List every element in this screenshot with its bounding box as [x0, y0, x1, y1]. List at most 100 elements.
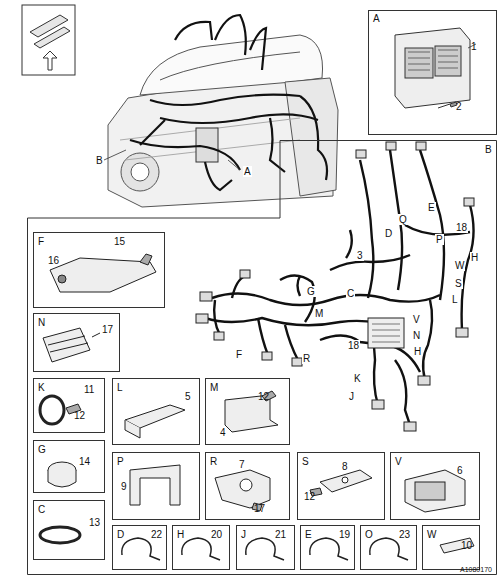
ecu-drawing	[438, 102, 457, 108]
panel-box: S128	[297, 452, 385, 520]
view-icon	[22, 5, 75, 75]
part-drawing	[440, 538, 474, 553]
harness-drawing	[205, 150, 474, 425]
cable-tie	[246, 538, 284, 560]
panel-box: K1112	[33, 378, 105, 433]
callout-letter: B	[95, 155, 104, 166]
view-letter: B	[485, 144, 492, 155]
view-letter: P	[117, 456, 124, 467]
callout-number: 13	[89, 517, 100, 528]
harness-drawing	[360, 160, 373, 298]
part-drawing	[125, 420, 140, 438]
leader-line	[104, 150, 240, 170]
callout-letter: A	[243, 166, 252, 177]
engine-harness	[140, 120, 165, 145]
callout-number: 23	[399, 529, 410, 540]
panel-box: H20	[172, 525, 230, 570]
callout-number: 9	[121, 481, 127, 492]
engine-drawing	[108, 35, 338, 207]
panel-box: D 22	[112, 525, 167, 570]
panel-outline	[28, 141, 497, 575]
callout-letter: H	[413, 346, 422, 357]
connector-shapes	[464, 198, 474, 206]
callout-number: 1	[471, 41, 477, 52]
callout-number: 7	[239, 459, 245, 470]
harness-drawing	[298, 230, 352, 296]
panel-box: L5	[112, 378, 200, 445]
view-letter: O	[365, 529, 373, 540]
view-letter: M	[210, 382, 218, 393]
connector-shapes	[372, 400, 384, 409]
connector-shapes	[372, 324, 400, 342]
cable-tie	[310, 538, 348, 560]
callout-letter: Q	[398, 214, 408, 225]
callout-letter: R	[302, 353, 311, 364]
callout-number: 6	[457, 465, 463, 476]
callout-letter: P	[435, 234, 444, 245]
part-drawing	[415, 482, 445, 500]
panel-box: C 13	[33, 500, 105, 560]
callout-letter: N	[412, 330, 421, 341]
connector-shapes	[196, 142, 474, 431]
view-icon	[34, 27, 70, 48]
part-drawing	[40, 396, 64, 424]
harness-drawing	[423, 300, 432, 380]
part-drawing	[215, 470, 270, 508]
callout-number: 8	[342, 461, 348, 472]
part-drawing	[58, 275, 66, 283]
part-drawing	[92, 333, 100, 337]
view-letter: R	[210, 456, 217, 467]
view-letter: C	[38, 504, 45, 515]
panel-box: M 12 4	[205, 378, 290, 445]
callout-letter: S	[454, 278, 463, 289]
callout-number: 2	[456, 101, 462, 112]
harness-drawing	[330, 255, 410, 270]
callout-number: 17	[102, 324, 113, 335]
view-letter: A	[373, 13, 380, 24]
callout-number: 12	[258, 391, 269, 402]
connector-shapes	[262, 352, 272, 360]
callout-number: 22	[151, 529, 162, 540]
part-drawing	[405, 470, 465, 512]
callout-letter: E	[427, 202, 436, 213]
connector-shapes	[416, 142, 426, 150]
connector-shapes	[386, 142, 396, 150]
view-letter: E	[305, 529, 312, 540]
callout-letter: J	[348, 391, 355, 402]
panel-box: O 23	[360, 525, 417, 570]
callout-letter: 18	[347, 340, 360, 351]
cable-tie	[370, 538, 408, 560]
callout-letter: M	[314, 308, 324, 319]
callout-letter: W	[454, 260, 465, 271]
part-drawing	[40, 254, 474, 553]
engine-harness	[215, 15, 246, 55]
view-letter: L	[117, 382, 123, 393]
callout-number: 4	[220, 427, 226, 438]
engine-drawing	[160, 52, 300, 80]
cable-tie	[122, 538, 408, 560]
leader-line	[228, 160, 240, 170]
part-drawing	[50, 258, 156, 292]
part-drawing	[48, 336, 88, 352]
callout-letter: D	[384, 228, 393, 239]
engine-harness	[160, 114, 318, 123]
connector-shapes	[456, 328, 468, 337]
figure-number: A1080170	[459, 566, 493, 574]
part-drawing	[140, 254, 152, 265]
harness-drawing	[214, 276, 245, 335]
callout-letter: 18	[455, 222, 468, 233]
engine-drawing	[131, 163, 149, 181]
view-letter: J	[241, 529, 246, 540]
cable-tie	[182, 538, 220, 560]
engine-harness	[175, 22, 212, 40]
view-letter: D	[117, 529, 124, 540]
view-letter: S	[302, 456, 309, 467]
view-icon	[22, 5, 75, 75]
callout-number: 12	[74, 410, 85, 421]
harness-drawing	[420, 150, 444, 300]
view-letter: F	[38, 236, 44, 247]
callout-number: 10	[461, 540, 472, 551]
ecu-drawing	[395, 28, 470, 108]
callout-letter: F	[235, 349, 243, 360]
